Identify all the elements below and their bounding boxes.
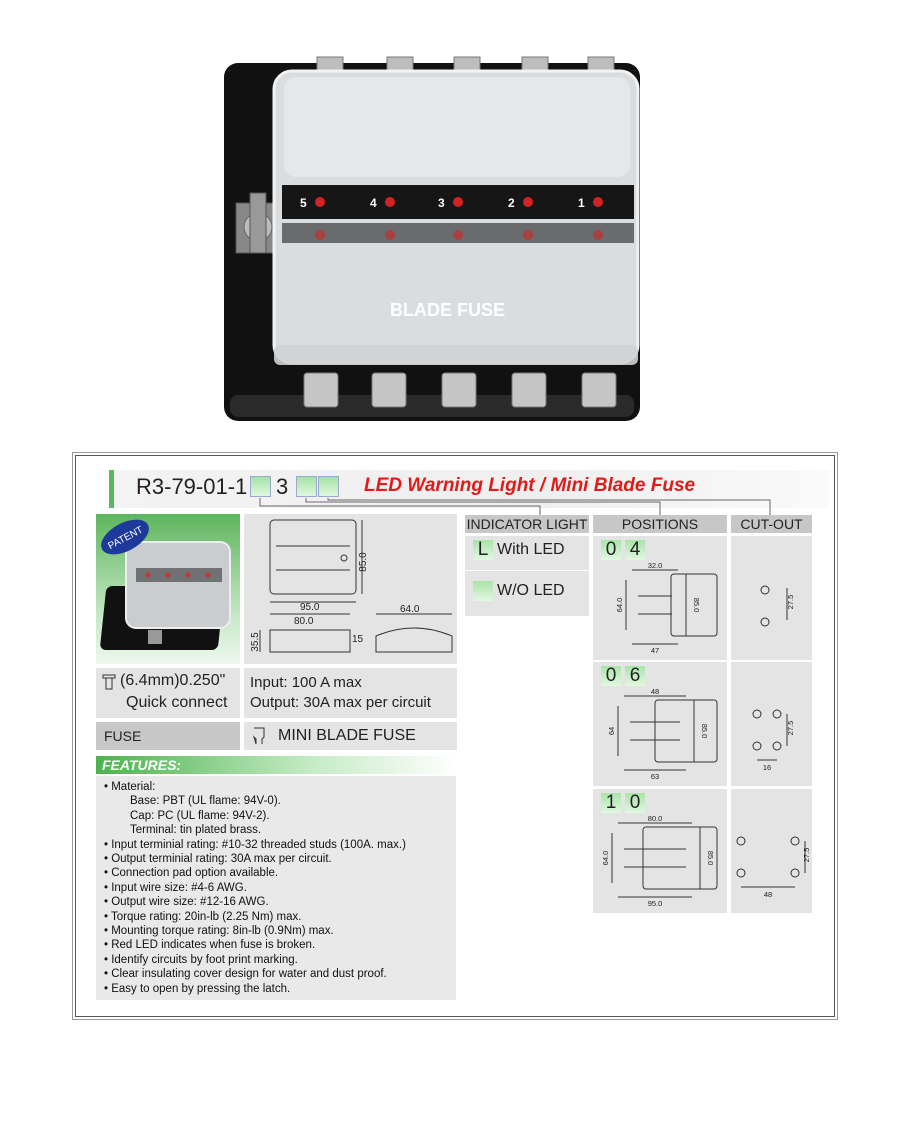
dim-side: 85.0 [700,724,709,739]
position-digit: 4 [625,540,645,560]
slot-number: 2 [508,196,515,210]
feature-item: Base: PBT (UL flame: 94V-0). [130,795,281,808]
positions-heading: POSITIONS [593,515,727,533]
option-box [318,476,339,497]
dim-left: 64.0 [615,598,624,613]
with-led-label: With LED [497,541,565,558]
feature-item: • Easy to open by pressing the latch. [104,982,291,995]
cutout-heading: CUT-OUT [731,515,812,533]
product-thumbnail-panel: PATENT [96,514,240,664]
feature-item: • Mounting torque rating: 8in-lb (0.9Nm)… [104,925,334,938]
output-rating: Output: 30A max per circuit [250,694,431,711]
option-box [296,476,317,497]
position-digit: 1 [601,793,621,813]
dim-top: 48 [651,687,659,696]
part-number: R3-79-01-1 [136,474,248,499]
position-digit: 0 [601,666,621,686]
cutout-drawing: 27.5 [760,585,795,627]
dimension-drawing-panel: 95.0 85.0 80.0 64.0 35.5 15 [244,514,457,664]
dim-left: 64.0 [601,851,610,866]
option-bracket-lines [259,498,771,515]
connector-panel: (6.4mm)0.250" Quick connect [96,668,240,718]
dim-label: 85.0 [358,552,369,572]
dim-side: 85.0 [706,851,715,866]
dim-label: 15 [352,634,364,645]
feature-item: • Red LED indicates when fuse is broken. [104,939,316,952]
header-accent [109,470,114,508]
position-drawing: 32.0 47 85.0 64.0 [615,561,718,655]
without-led-label: W/O LED [497,582,565,599]
position-drawing: 80.0 95.0 85.0 64.0 [601,814,718,908]
dim-left: 64 [607,727,616,735]
feature-item: • Output terminial rating: 30A max per c… [104,853,332,866]
product-title: LED Warning Light / Mini Blade Fuse [364,475,696,496]
dim-bottom: 47 [651,646,659,655]
position-panel: 0 4 32.0 47 85.0 64.0 [593,536,727,660]
terminal-icon [102,674,116,690]
indicator-panel: L With LED W/O LED [465,536,589,616]
cutout-drawing: 27.5 16 [752,709,795,772]
cutout-dim-h: 48 [764,890,772,899]
feature-item: Cap: PC (UL flame: 94V-2). [130,809,270,822]
fuse-value-cell: MINI BLADE FUSE [244,722,457,750]
fuse-label: FUSE [104,728,142,744]
product-thumbnail [100,541,231,650]
feature-item: • Torque rating: 20in-lb (2.25 Nm) max. [104,910,302,923]
cutout-dim-v: 27.5 [786,721,795,736]
feature-item: • Input terminial rating: #10-32 threade… [104,838,406,851]
slot-number: 5 [300,196,307,210]
dim-label: 64.0 [400,604,420,615]
product-photo: 5 4 3 2 1 [222,55,642,427]
photo-label: BLADE FUSE [390,300,506,320]
dim-label: 95.0 [300,602,320,613]
dim-label: 35.5 [250,632,261,652]
slot-number: 1 [578,196,585,210]
dimension-drawing: 95.0 85.0 80.0 64.0 35.5 15 [250,519,453,653]
position-digit: 6 [625,666,645,686]
features-list: • Material: Base: PBT (UL flame: 94V-0).… [96,776,456,1000]
cutout-drawing: 27.5 48 [736,836,811,899]
dim-top: 80.0 [648,814,663,823]
dim-bottom: 63 [651,772,659,781]
cutout-dim-v: 27.5 [786,595,795,610]
dim-label: 80.0 [294,616,314,627]
position-panel: 0 6 48 63 85.0 64 [593,662,727,786]
cutout-dim-v: 27.5 [802,848,811,863]
without-led-box [473,581,493,601]
position-digit: 0 [601,540,621,560]
feature-item: • Material: [104,781,156,793]
feature-item: Terminal: tin plated brass. [130,824,262,837]
position-drawing: 48 63 85.0 64 [607,687,718,781]
cutout-panel: 27.5 48 [731,789,812,913]
with-led-code: L [473,540,493,560]
feature-item: • Identify circuits by foot print markin… [104,953,298,966]
part-mid-digit: 3 [276,474,289,499]
position-digit: 0 [625,793,645,813]
fuse-label-cell: FUSE [96,722,240,750]
fuse-block-illustration: 5 4 3 2 1 [224,56,640,421]
indicator-heading: INDICATOR LIGHT [465,515,589,533]
ratings-panel: Input: 100 A max Output: 30A max per cir… [244,668,457,718]
dim-bottom: 95.0 [648,899,663,908]
cutout-panel: 27.5 [731,536,812,660]
blade-fuse-icon [252,727,265,745]
slot-number: 4 [370,196,377,210]
cutout-panel: 27.5 16 [731,662,812,786]
connector-type: Quick connect [126,694,228,711]
feature-item: • Connection pad option available. [104,867,279,880]
feature-item: • Output wire size: #12-16 AWG. [104,896,269,909]
features-heading: FEATURES: [96,756,456,774]
option-box [250,476,271,497]
slot-number: 3 [438,196,445,210]
dim-side: 85.0 [692,598,701,613]
dim-top: 32.0 [648,561,663,570]
feature-item: • Input wire size: #4-6 AWG. [104,881,247,894]
position-panel: 1 0 80.0 95.0 85.0 64.0 [593,789,727,913]
fuse-value: MINI BLADE FUSE [278,727,416,744]
feature-item: • Clear insulating cover design for wate… [104,968,387,981]
patent-badge: PATENT [98,516,152,558]
input-rating: Input: 100 A max [250,674,362,691]
cutout-dim-h: 16 [763,763,771,772]
connector-size: (6.4mm)0.250" [120,672,226,689]
